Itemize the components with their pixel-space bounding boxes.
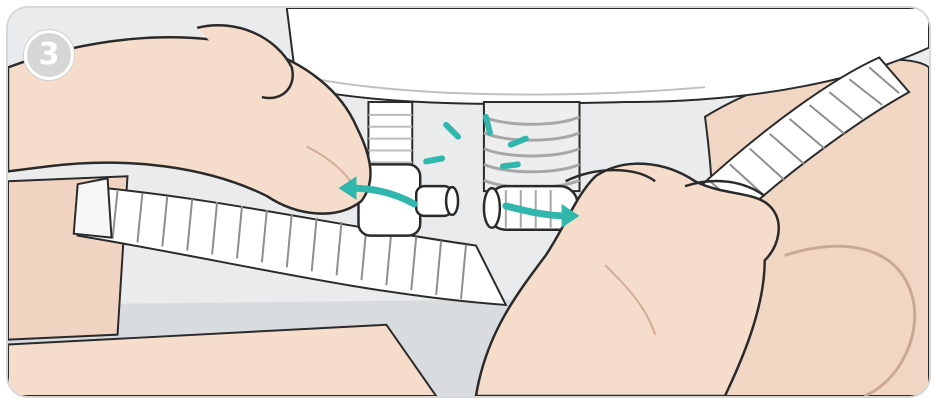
instruction-panel: 3: [6, 6, 931, 398]
center-vertical-tube: [484, 102, 580, 191]
step-number-badge: 3: [24, 30, 74, 80]
step-number: 3: [39, 37, 60, 72]
hose-end-cuff: [74, 178, 112, 237]
tube-disconnect-illustration: [8, 8, 929, 396]
